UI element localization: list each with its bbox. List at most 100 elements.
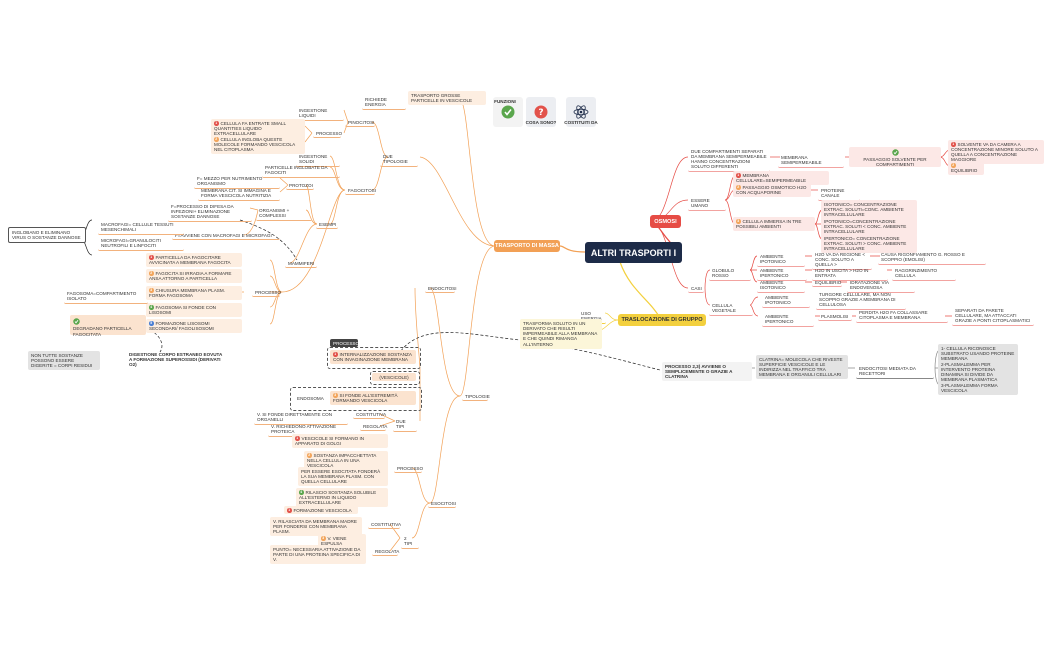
endocitosi-recettori[interactable]: ENDOCITOSI MEDIATA DA RECETTORI	[856, 364, 934, 379]
traslocazione-topic[interactable]: TRASLOCAZIONE DI GRUPPO	[618, 314, 706, 326]
organismi-macrofagi[interactable]: F=AVVIENE CON MACROFAGI E MICROFAGI	[172, 231, 280, 241]
cosa-sono-tool[interactable]: ?	[526, 97, 556, 127]
protozoi-funzione[interactable]: F= MEZZO PER NUTRIMENTO ORGANISMO	[194, 174, 280, 189]
membrana-semipermeabile[interactable]: MEMBRANA SEMIPERMEABILE	[778, 153, 844, 168]
macrofagi[interactable]: MACROFAGI= CELLULE TESSUTI MESENCHIMALI	[98, 220, 184, 235]
esocitosi-processo[interactable]: PROCESSO	[394, 464, 423, 474]
particelle-inglobate[interactable]: PARTICELLE INGLOBATE DA FAGOCITI	[262, 163, 340, 178]
clatrina-step-1[interactable]: 1- CELLULA RICONOSCE SUBSTRATO USANDO PR…	[938, 344, 1018, 364]
inglobano-virus[interactable]: INGLOBANO E ELIMINANO VIRUS O SOSTANZE D…	[8, 227, 86, 243]
eso-reg-desc[interactable]: PUNTO= NECESSARIA ATTIVAZIONE DA PARTE D…	[270, 545, 366, 565]
plasmolisi[interactable]: PLASMOLISI	[818, 312, 852, 322]
clatrina-def[interactable]: CLATRINA= MOLECOLA CHE RIVESTE SUPERFICI…	[756, 355, 848, 380]
non-tutte-sostanze[interactable]: NON TUTTE SOSTANZE POSSONO ESSERE DIGERI…	[28, 351, 100, 371]
turgore[interactable]: TURGORE CELLULARE, MA NON SCOPPIO GRAZIE…	[816, 290, 906, 311]
clatrina-step-2[interactable]: 2-PLASMALEMMA PER INTERVENTO PROTEINA DI…	[938, 360, 1018, 385]
endo-cost-desc[interactable]: V. SI FONDE DIRETTAMENTE CON ORGANELLI	[254, 410, 348, 425]
globulo-rosso[interactable]: GLOBULO ROSSO	[709, 266, 751, 281]
gr-ambiente-ipertonico[interactable]: AMBIENTE IPERTONICO	[757, 266, 807, 281]
esocitosi[interactable]: ESOCITOSI	[428, 499, 456, 509]
idratazione[interactable]: IDRATAZIONE VIA ENDOVENOSA	[847, 278, 915, 293]
endo-regolata[interactable]: REGOLATA	[360, 422, 387, 432]
separati-parete[interactable]: SEPARATI DA PARETE CELLULARE, MA ATTACCA…	[952, 306, 1034, 327]
clatrina-step-3[interactable]: 3-PLASMALEMMA FORMA VESCICOLA	[938, 381, 1018, 395]
endosoma[interactable]: ENDOSOMA	[297, 395, 324, 401]
perdita-h2o[interactable]: PERDITA H2O FA COLLASSARE CITOPLASMA E M…	[856, 308, 948, 323]
fagocitosi[interactable]: FAGOCITOSI	[345, 186, 376, 196]
trasporto-massa-topic[interactable]: TRASPORTO DI MASSA	[494, 240, 560, 252]
microfagi[interactable]: MICROFAGI=GRANULOCITI NEUTROFILI E LINFO…	[98, 236, 184, 251]
ingestione-liquidi[interactable]: INGESTIONE LIQUIDI	[296, 106, 344, 121]
esocitosi-2-tipi[interactable]: 2 TIPI	[401, 534, 419, 549]
essere-umano[interactable]: ESSERE UMANO	[688, 196, 726, 211]
eso-regolata[interactable]: REGOLATA	[372, 547, 399, 557]
processo-clatrina[interactable]: PROCESSO 2,3) AVVIENE O SEMPLICEMENTE O …	[662, 362, 752, 382]
casi[interactable]: CASI	[688, 284, 704, 294]
raggrinzimento[interactable]: RAGGRINZIMENTO CELLULA	[892, 266, 956, 281]
causa-rigonfiamento[interactable]: CAUSA RIGONFIAMENTO G. ROSSO E SCOPPIO (…	[878, 250, 986, 265]
isotonico-def[interactable]: ISOTONICO= CONCENTRAZIONE EXTRAC. SOLUTI…	[821, 200, 917, 220]
mammiferi[interactable]: MAMMIFERI	[285, 259, 317, 269]
trasporto-grosse-particelle[interactable]: TRASPORTO GROSSE PARTICELLE IN VESCICOLE	[408, 91, 486, 105]
endocitosi-processo-tag[interactable]: PROCESSO	[330, 339, 359, 348]
endocitosi[interactable]: ENDOCITOSI	[425, 284, 457, 294]
h2o-uscita[interactable]: H2O IN USCITA > H2O IN ENTRATA	[812, 266, 888, 281]
richiede-energia[interactable]: RICHIEDE ENERGIA	[362, 95, 406, 110]
protozoi[interactable]: PROTOZOI	[286, 181, 314, 191]
due-tipologie[interactable]: DUE TIPOLOGIE	[380, 152, 418, 167]
organismi-complessi[interactable]: ORGANISMI + COMPLESSI	[256, 206, 312, 221]
organismi-difesa[interactable]: F=PROCESSO DI DIFESA DA INFEZIONI+ ELIMI…	[168, 202, 252, 223]
degradano-particella[interactable]: DEGRADANO PARTICELLA FAGOCITATA	[70, 315, 146, 337]
h2o-va[interactable]: H2O VA DA REGIONE < CONC. SOLUTO A QUELL…	[812, 250, 872, 271]
endo-costitutiva[interactable]: COSTITUTIVA	[353, 410, 386, 420]
esempi[interactable]: ESEMPI	[316, 220, 338, 230]
endocitosi-step-2[interactable]: (VESCICOLE)	[372, 373, 416, 382]
endocitosi-due-tipi[interactable]: DUE TIPI	[393, 417, 417, 432]
osmosi-topic[interactable]: OSMOSI	[650, 215, 681, 228]
ipotonico-def[interactable]: IPOTONICO=CONCENTRAZIONE EXTRAC. SOLUTI …	[821, 217, 917, 237]
digestione-corpo[interactable]: DIGESTIONE CORPO ESTRANEO EOVUTA A FORMA…	[129, 351, 223, 368]
veg-ambiente-ipotonico[interactable]: AMBIENTE IPOTONICO	[762, 293, 810, 308]
passaggio-solvente[interactable]: PASSAGGIO SOLVENTE PER COMPARTIMENTI	[849, 147, 941, 167]
ipertonico-def[interactable]: IPERTONICO= CONCENTRAZIONE EXTRAC. SOLUT…	[821, 234, 917, 254]
root-topic[interactable]: ALTRI TRASPORTI I	[585, 242, 682, 263]
cellula-vegetale[interactable]: CELLULA VEGETALE	[709, 301, 753, 316]
pinocitosi-processo[interactable]: PROCESSO	[313, 129, 342, 139]
veg-ambiente-ipertonico[interactable]: AMBIENTE IPERTONICO	[762, 312, 814, 327]
pinocitosi[interactable]: PINOCITOSI	[345, 118, 375, 128]
gr-ambiente-ipotonico[interactable]: AMBIENTE IPOTONICO	[757, 252, 805, 267]
equilibrio[interactable]: 2EQUILIBRIO	[948, 161, 984, 175]
funzioni-tool[interactable]	[493, 97, 523, 127]
eso-costitutiva[interactable]: COSTITUTIVA	[368, 520, 401, 530]
proteine-canale[interactable]: PROTEINE CANALE	[818, 186, 860, 201]
fagocitosi-processo[interactable]: PROCESSO	[252, 288, 281, 298]
tipologie[interactable]: TIPOLOGIE	[462, 392, 490, 402]
fagosoma-compartimento[interactable]: FAGOSOMA=COMPARTIMENTO ISOLATO	[64, 289, 148, 304]
trasforma-soluto[interactable]: TRASFORMA SOLUTO IN UN DERIVATO CHE RISU…	[520, 319, 602, 349]
equilibrio-iso[interactable]: EQUILIBRIO	[812, 278, 842, 288]
due-compartimenti[interactable]: DUE COMPARTIMENTI SEPARATI DA MEMBRANA S…	[688, 147, 770, 173]
costituiti-tool[interactable]	[566, 97, 596, 127]
esocitosi-step-3[interactable]: PER ESSERE ESOCITATA FONDERÀ LA SUA MEMB…	[298, 467, 388, 487]
protozoi-membrana[interactable]: MEMBRANA CIT. SI IMMAGINA E FORMA VESCIC…	[198, 186, 280, 201]
gr-ambiente-isotonico[interactable]: AMBIENTE ISOTONICO	[757, 278, 805, 293]
ingestione-solidi[interactable]: INGESTIONE SOLIDI	[296, 152, 340, 167]
